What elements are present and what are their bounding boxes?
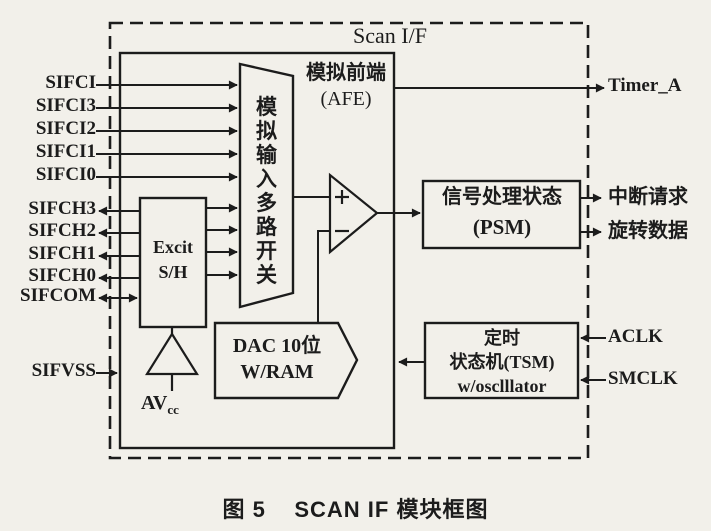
pin-timer-a: Timer_A [608,75,682,96]
pin-sifch2: SIFCH2 [28,220,96,241]
pin-sifci0: SIFCI0 [35,164,96,185]
pin-sifch3: SIFCH3 [28,198,96,219]
dac-label: DAC 10位 W/RAM [216,333,338,385]
pin-interrupt-request: 中断请求 [608,186,688,208]
pin-smclk: SMCLK [608,368,678,389]
pin-sifch0: SIFCH0 [28,265,96,286]
dac-feedback-wire [317,230,330,323]
pin-sifci1: SIFCI1 [35,141,96,162]
psm-box [421,179,582,250]
pin-rotation-data: 旋转数据 [608,220,688,242]
pin-sifcom: SIFCOM [20,285,96,306]
figure-caption: 图 5 SCAN IF 模块框图 [222,497,489,522]
excit-to-mux-wires [206,203,238,280]
mux-trapezoid [238,62,295,309]
sifci-wires [96,80,238,182]
comparator-plus-icon [335,190,349,204]
tsm-line1: 定时 [484,328,520,348]
module-title: Scan I/F [353,23,427,48]
excit-sh-label: Excit S/H [140,235,206,285]
pin-sifch1: SIFCH1 [28,243,96,264]
scan-if-dashed-boundary [108,21,590,460]
dac-line2: W/RAM [240,361,314,383]
avcc-sub: cc [167,402,179,417]
afe-box [118,51,396,450]
comparator-triangle [328,172,379,255]
psm-label-cn: 信号处理状态 [442,186,562,208]
tsm-box [423,321,580,400]
pin-sifvss: SIFVSS [31,360,96,381]
clock-input-wires [580,333,606,385]
excit-line1: Excit [153,237,193,257]
mux-label: 模拟输入多路开关 [256,95,277,287]
pin-sifci2: SIFCI2 [35,118,96,139]
avcc-base: AV [141,392,168,414]
tsm-line2: 状态机(TSM) [449,352,555,372]
psm-label-abbr: (PSM) [472,215,532,239]
tsm-line3: w/osclllator [457,376,547,396]
pin-sifci: SIFCI [45,72,96,93]
avcc-buffer-icon [145,327,199,391]
tsm-label: 定时 状态机(TSM) w/osclllator [426,326,578,398]
afe-label-abbr: (AFE) [320,88,372,110]
pin-sifci3: SIFCI3 [35,95,96,116]
dac-line1: DAC 10位 [232,335,322,357]
avcc-label: AVcc [141,392,211,418]
excit-line2: S/H [158,262,188,282]
pin-aclk: ACLK [608,326,663,347]
afe-label-cn: 模拟前端 [306,62,386,84]
psm-output-wires [580,193,602,237]
sifch-wires [98,206,140,283]
